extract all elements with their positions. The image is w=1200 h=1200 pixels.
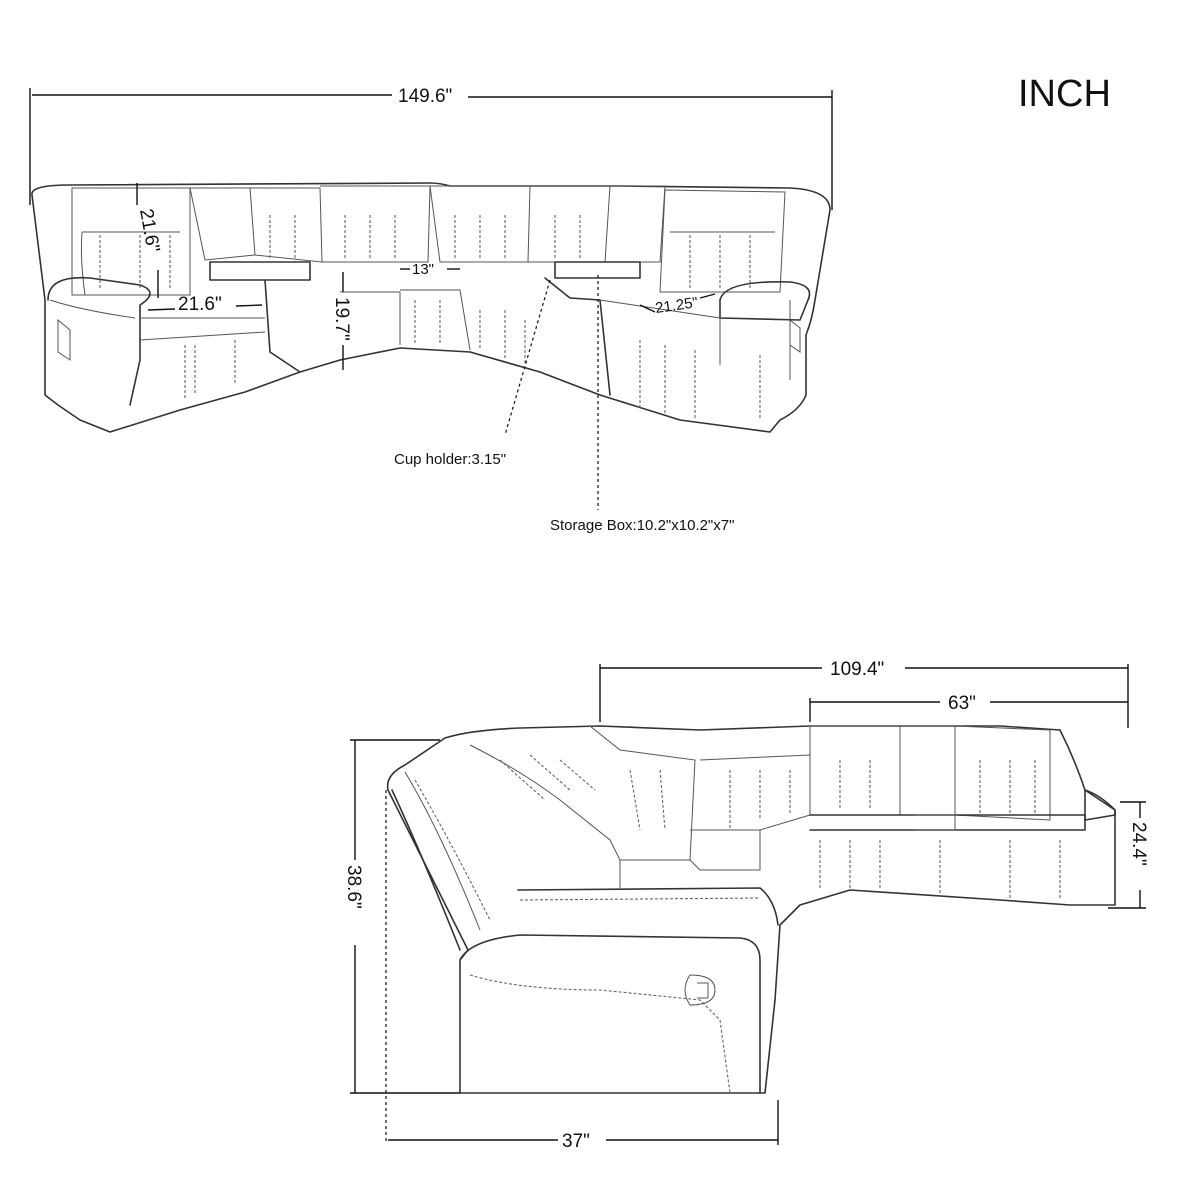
seat-height-label: 19.7" bbox=[331, 297, 352, 341]
back-height-label: 21.6" bbox=[135, 207, 163, 254]
overall-width-label: 149.6" bbox=[398, 86, 452, 107]
console-width-label: 13" bbox=[412, 261, 434, 278]
depth-label: 37" bbox=[562, 1131, 590, 1152]
front-dimension-lines bbox=[29, 88, 833, 510]
loveseat-length-label: 63" bbox=[948, 693, 976, 714]
front-view-drawing bbox=[31, 182, 831, 433]
side-view-drawing bbox=[386, 725, 1116, 1094]
unit-label: INCH bbox=[1018, 73, 1111, 115]
storage-box-label: Storage Box:10.2"x10.2"x7" bbox=[550, 517, 734, 534]
total-height-label: 38.6" bbox=[343, 865, 364, 909]
overall-length-label: 109.4" bbox=[830, 659, 884, 680]
right-seat-width-label: 21.25" bbox=[654, 294, 699, 317]
cup-holder-label: Cup holder:3.15" bbox=[394, 451, 506, 468]
arm-height-label: 24.4" bbox=[1128, 822, 1149, 866]
seat-width-label: 21.6" bbox=[178, 294, 222, 315]
side-dimension-lines bbox=[350, 664, 1146, 1145]
